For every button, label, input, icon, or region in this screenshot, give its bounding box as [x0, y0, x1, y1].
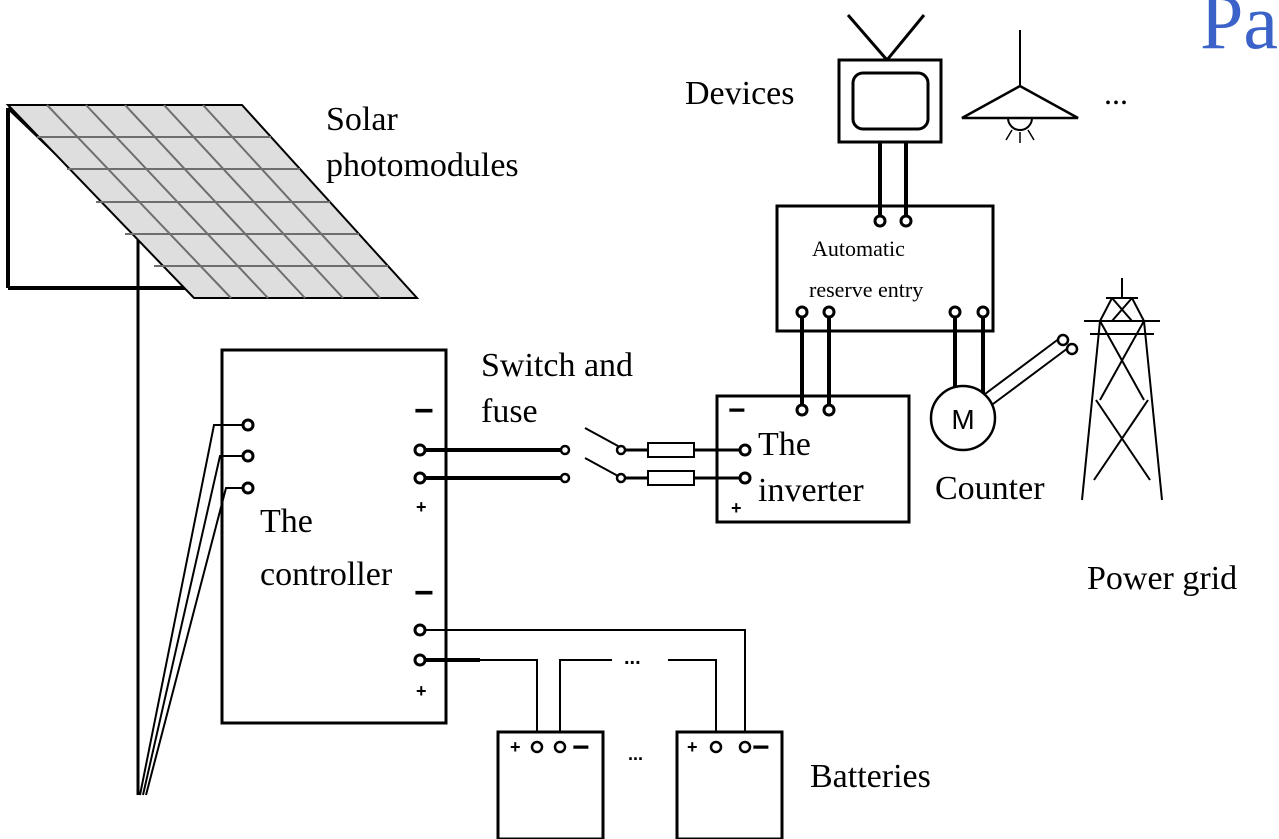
fuse-bottom	[647, 470, 695, 486]
battery-wire-ellipsis: ...	[624, 647, 641, 669]
power-grid-label: Power grid	[1087, 560, 1237, 597]
inverter-plus: +	[731, 498, 742, 518]
inverter-minus: −	[728, 394, 746, 427]
switch-and-fuse	[584, 427, 752, 486]
battery-1-minus: −	[572, 731, 590, 764]
solar-label-line2: photomodules	[326, 147, 519, 184]
inverter-label-line1: The	[758, 426, 811, 463]
counter-meter: M	[929, 318, 1069, 452]
controller-label-line1: The	[260, 503, 313, 540]
battery-ellipsis: ...	[628, 744, 643, 764]
switch-label-line2: fuse	[481, 393, 538, 430]
controller-bat-minus: −	[414, 574, 434, 612]
battery-1: + −	[496, 730, 605, 839]
battery-1-plus: +	[510, 737, 521, 757]
batteries-label: Batteries	[810, 758, 931, 795]
controller-battery-terminals	[413, 623, 427, 667]
power-tower-icon	[1056, 278, 1163, 501]
battery-2-minus: −	[752, 731, 770, 764]
lamp-icon	[961, 30, 1079, 143]
inverter-box	[715, 394, 911, 524]
switch-label-line1: Switch and	[481, 347, 633, 384]
controller-output-terminals	[413, 443, 571, 485]
counter-label: Counter	[935, 470, 1045, 507]
devices-ellipsis: ...	[1104, 75, 1128, 111]
ats-terminals	[795, 214, 990, 319]
counter-symbol: M	[951, 404, 974, 435]
controller-box	[220, 348, 448, 725]
tv-icon	[837, 14, 943, 216]
controller-out-plus: +	[416, 497, 427, 517]
solar-label-line1: Solar	[326, 101, 398, 138]
controller-out-minus: −	[414, 392, 434, 430]
ats-label-line1: Automatic	[812, 236, 905, 261]
devices-label: Devices	[685, 75, 795, 112]
controller-input-terminals	[241, 418, 255, 495]
fuse-top	[647, 442, 695, 458]
controller-label-line2: controller	[260, 556, 393, 593]
panel-to-controller-wires	[139, 424, 243, 796]
battery-2: + −	[675, 730, 784, 839]
ats-label-line2: reserve entry	[809, 277, 923, 302]
inverter-output-terminals	[795, 318, 836, 417]
inverter-label-line2: inverter	[758, 472, 864, 509]
battery-2-plus: +	[687, 737, 698, 757]
solar-panel	[5, 104, 420, 795]
ats-box	[775, 204, 995, 333]
battery-wires	[424, 629, 746, 745]
corner-title-fragment: Pa	[1200, 0, 1278, 65]
controller-bat-plus: +	[416, 681, 427, 701]
